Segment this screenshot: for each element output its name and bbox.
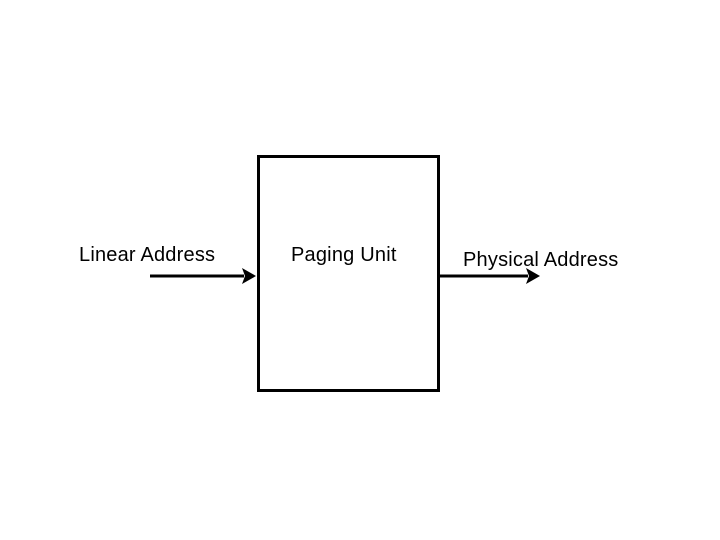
output-arrow — [439, 268, 540, 284]
input-arrowhead — [242, 268, 256, 284]
output-arrowhead — [526, 268, 540, 284]
paging-unit-label: Paging Unit — [291, 244, 397, 266]
input-arrow — [150, 268, 256, 284]
paging-unit-box — [257, 155, 440, 392]
physical-address-label: Physical Address — [463, 249, 619, 271]
linear-address-label: Linear Address — [79, 244, 216, 266]
